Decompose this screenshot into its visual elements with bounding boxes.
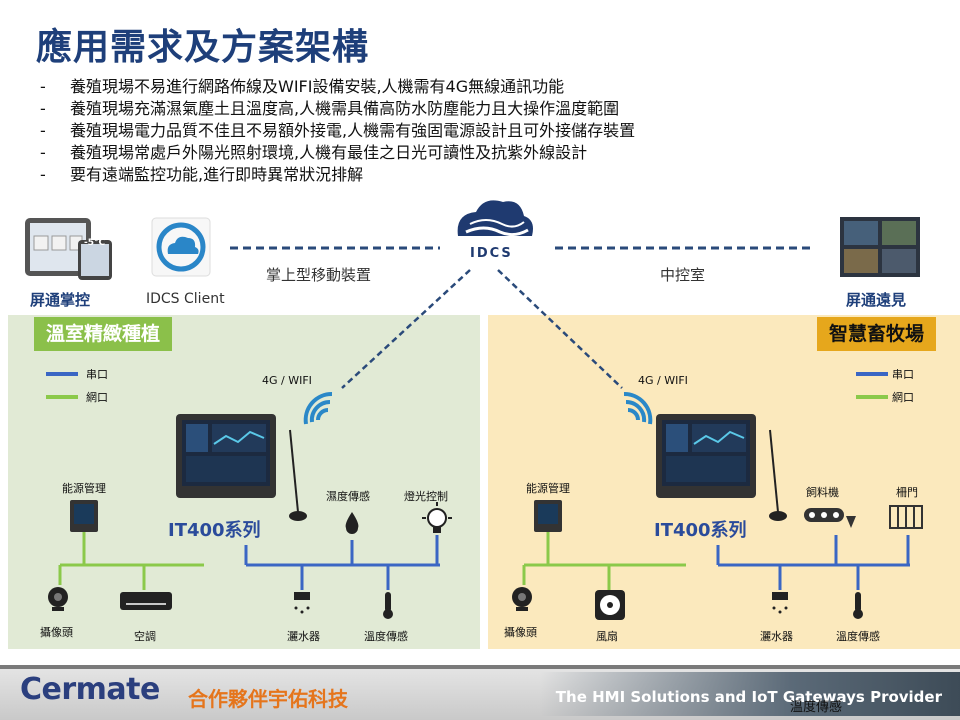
thermometer-icon — [383, 592, 393, 619]
serial-legend-line — [46, 372, 78, 376]
idcs-cloud-label: IDCS — [470, 246, 513, 261]
serial-legend-line — [856, 372, 888, 376]
network-legend-line — [856, 395, 888, 399]
network-legend-line — [46, 395, 78, 399]
overlay-temperature-label: 溫度傳感 — [790, 700, 843, 715]
fan-icon — [595, 590, 625, 620]
left-wiring — [58, 532, 440, 590]
hmi-model-label: IT400系列 — [654, 520, 747, 541]
right-wiring — [522, 532, 910, 590]
tablet-devices-icon — [25, 218, 112, 280]
right-device-label: 屏通遠見 — [846, 291, 907, 309]
partner-text: 合作夥伴宇佑科技 — [188, 687, 348, 711]
network-legend-label: 網口 — [86, 391, 108, 404]
ac-label: 空調 — [134, 630, 156, 643]
serial-legend-label: 串口 — [86, 368, 108, 381]
light-control-label: 燈光控制 — [404, 490, 448, 503]
brand-logo: Cermate — [20, 672, 160, 707]
serial-legend-label: 串口 — [892, 368, 914, 381]
sprinkler-label: 灑水器 — [760, 630, 793, 643]
hmi-panel-icon — [656, 414, 787, 521]
requirement-item: 養殖現場不易進行網路佈線及WIFI設備安裝,人機需有4G無線通訊功能 — [40, 76, 635, 98]
handheld-link-label: 掌上型移動裝置 — [266, 266, 372, 284]
hmi-panel-icon — [176, 414, 307, 521]
camera-label: 攝像頭 — [40, 626, 73, 639]
energy-label: 能源管理 — [526, 482, 570, 495]
temperature-label: 溫度傳感 — [364, 630, 408, 643]
hmi-model-label: IT400系列 — [168, 520, 261, 541]
camera-label: 攝像頭 — [504, 626, 537, 639]
requirement-item: 要有遠端監控功能,進行即時異常狀況排解 — [40, 164, 635, 186]
network-legend-label: 網口 — [892, 391, 914, 404]
tablet-screen-text: -5°C — [84, 238, 106, 248]
livestock-zone-title: 智慧畜牧場 — [816, 317, 936, 351]
wifi-label: 4G / WIFI — [638, 374, 688, 387]
control-room-link-label: 中控室 — [660, 266, 706, 284]
requirements-list: 養殖現場不易進行網路佈線及WIFI設備安裝,人機需有4G無線通訊功能 養殖現場充… — [40, 76, 635, 186]
sprinkler-icon — [772, 592, 788, 614]
camera-icon — [48, 587, 68, 611]
footer-stripe — [0, 665, 960, 669]
light-bulb-icon — [422, 502, 452, 533]
greenhouse-zone-title: 溫室精緻種植 — [34, 317, 173, 351]
temperature-label: 溫度傳感 — [836, 630, 880, 643]
tagline: The HMI Solutions and IoT Gateways Provi… — [555, 688, 942, 706]
humidity-sensor-icon — [345, 512, 359, 534]
idcs-cloud-icon — [457, 200, 533, 237]
energy-meter-icon — [534, 500, 562, 532]
requirement-item: 養殖現場常處戶外陽光照射環境,人機有最佳之日光可讀性及抗紫外線設計 — [40, 142, 635, 164]
sprinkler-label: 灑水器 — [287, 630, 320, 643]
idcs-client-label: IDCS Client — [146, 291, 225, 307]
cloud-to-right-link — [497, 269, 623, 389]
gate-label: 柵門 — [896, 486, 918, 499]
requirement-item: 養殖現場電力品質不佳且不易額外接電,人機需有強固電源設計且可外接儲存裝置 — [40, 120, 635, 142]
control-room-screen-icon — [840, 217, 920, 277]
fan-label: 風扇 — [596, 630, 618, 643]
cloud-to-left-link — [341, 269, 471, 389]
feeder-machine-icon — [804, 508, 856, 528]
wifi-label: 4G / WIFI — [262, 374, 312, 387]
energy-meter-icon — [70, 500, 98, 532]
requirement-item: 養殖現場充滿濕氣塵土且溫度高,人機需具備高防水防塵能力且大操作溫度範圍 — [40, 98, 635, 120]
wifi-icon — [623, 391, 653, 425]
feeder-label: 飼料機 — [806, 486, 839, 499]
left-device-label: 屏通掌控 — [30, 291, 91, 309]
humidity-label: 濕度傳感 — [326, 490, 370, 503]
gate-icon — [889, 505, 923, 529]
footer-gradient — [540, 672, 960, 716]
wifi-icon — [303, 391, 333, 425]
thermometer-icon — [853, 592, 863, 619]
air-conditioner-icon — [120, 592, 172, 610]
idcs-client-icon — [151, 217, 211, 277]
sprinkler-icon — [294, 592, 310, 614]
page-title: 應用需求及方案架構 — [36, 27, 370, 68]
camera-icon — [512, 587, 532, 611]
energy-label: 能源管理 — [62, 482, 106, 495]
